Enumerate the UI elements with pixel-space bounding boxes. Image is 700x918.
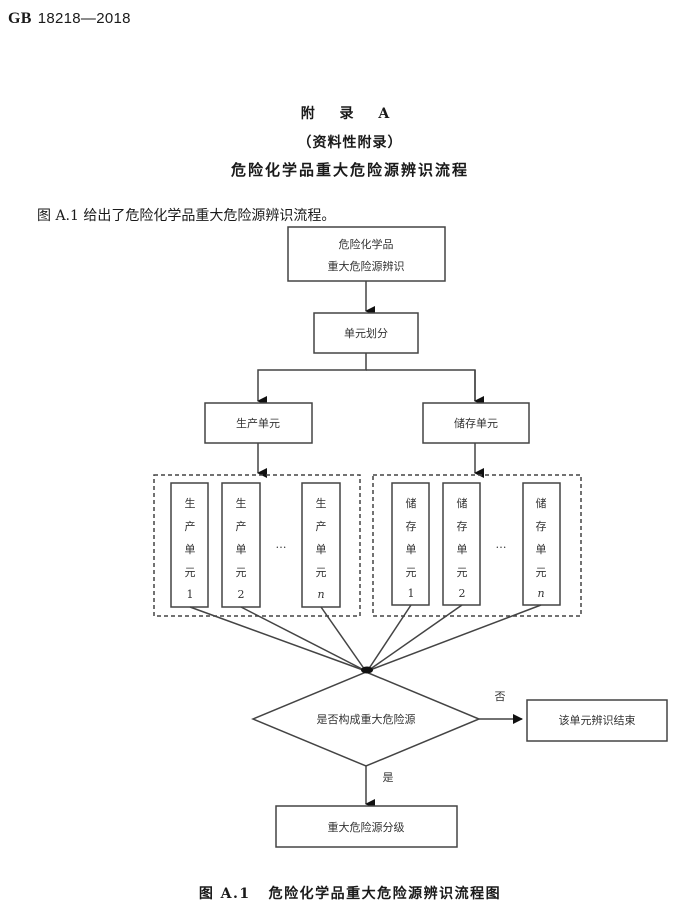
svg-text:元: 元 xyxy=(236,566,247,579)
storage-ellipsis: … xyxy=(496,538,507,551)
partition-label: 单元划分 xyxy=(344,327,388,340)
production-ellipsis: … xyxy=(276,538,287,551)
intro-paragraph: 图 A.1 给出了危险化学品重大危险源辨识流程。 xyxy=(37,208,336,224)
svg-text:存: 存 xyxy=(457,519,468,533)
production-unit-label: 生产单元 xyxy=(236,416,280,430)
figure-caption: 图 A.1 危险化学品重大危险源辨识流程图 xyxy=(0,883,700,903)
svg-text:元: 元 xyxy=(316,566,327,579)
svg-text:储: 储 xyxy=(536,496,547,510)
connector-partition-split-right xyxy=(366,369,476,401)
figure-number: 图 A.1 xyxy=(198,886,251,902)
svg-text:单: 单 xyxy=(236,543,247,556)
storage-unit-2-box xyxy=(442,482,481,606)
appendix-title: 附 录 A xyxy=(300,106,400,122)
production-unit-1-box xyxy=(170,482,209,608)
svg-text:存: 存 xyxy=(536,519,547,533)
storage-unit-1: 储 存 单 元 1 xyxy=(406,496,417,600)
standard-code: GB 18218—2018 xyxy=(8,10,131,28)
storage-unit-n: 储 存 单 元 n xyxy=(536,496,547,600)
svg-text:元: 元 xyxy=(457,566,468,579)
svg-text:存: 存 xyxy=(406,519,417,533)
production-unit-n: 生 产 单 元 n xyxy=(316,496,327,601)
storage-unit-1-box xyxy=(391,482,430,606)
svg-text:n: n xyxy=(317,588,324,601)
connector-partition-split xyxy=(257,353,367,406)
svg-text:储: 储 xyxy=(457,496,468,510)
svg-text:产: 产 xyxy=(185,519,196,533)
junction-point xyxy=(361,666,373,674)
svg-text:产: 产 xyxy=(236,519,247,533)
start-node-line2: 重大危险源辨识 xyxy=(328,259,405,273)
standard-prefix: GB xyxy=(8,10,32,27)
svg-text:元: 元 xyxy=(536,566,547,579)
svg-text:n: n xyxy=(537,587,544,600)
storage-unit-label: 储存单元 xyxy=(454,416,498,430)
grading-node-label: 重大危险源分级 xyxy=(328,820,405,834)
svg-text:元: 元 xyxy=(406,566,417,579)
appendix-subtitle: （资料性附录） xyxy=(297,135,403,151)
end-node xyxy=(526,699,668,742)
decision-label: 是否构成重大危险源 xyxy=(317,712,416,726)
svg-text:产: 产 xyxy=(316,519,327,533)
svg-text:生: 生 xyxy=(316,496,327,510)
no-label: 否 xyxy=(495,690,506,703)
storage-unit-n-box xyxy=(522,482,561,606)
production-unit-2: 生 产 单 元 2 xyxy=(236,496,247,601)
start-node-line1: 危险化学品 xyxy=(339,237,394,251)
svg-text:单: 单 xyxy=(316,543,327,556)
storage-unit-node xyxy=(422,402,530,444)
standard-number: 18218—2018 xyxy=(37,10,131,27)
svg-text:单: 单 xyxy=(406,543,417,556)
svg-text:1: 1 xyxy=(187,588,194,601)
svg-text:储: 储 xyxy=(406,496,417,510)
svg-text:生: 生 xyxy=(236,496,247,510)
svg-text:生: 生 xyxy=(185,496,196,510)
svg-text:元: 元 xyxy=(185,566,196,579)
svg-text:单: 单 xyxy=(536,543,547,556)
figure-title: 危险化学品重大危险源辨识流程图 xyxy=(268,886,502,902)
start-node xyxy=(287,226,446,282)
partition-node xyxy=(313,312,419,354)
grading-node xyxy=(275,805,458,848)
svg-text:1: 1 xyxy=(408,587,415,600)
storage-unit-2: 储 存 单 元 2 xyxy=(457,496,468,600)
yes-label: 是 xyxy=(383,771,394,784)
svg-text:2: 2 xyxy=(238,588,245,601)
svg-text:单: 单 xyxy=(185,543,196,556)
end-node-label: 该单元辨识结束 xyxy=(559,713,636,727)
svg-text:单: 单 xyxy=(457,543,468,556)
appendix-heading: 危险化学品重大危险源辨识流程 xyxy=(230,161,469,179)
production-unit-1: 生 产 单 元 1 xyxy=(185,496,196,601)
svg-text:2: 2 xyxy=(459,587,466,600)
